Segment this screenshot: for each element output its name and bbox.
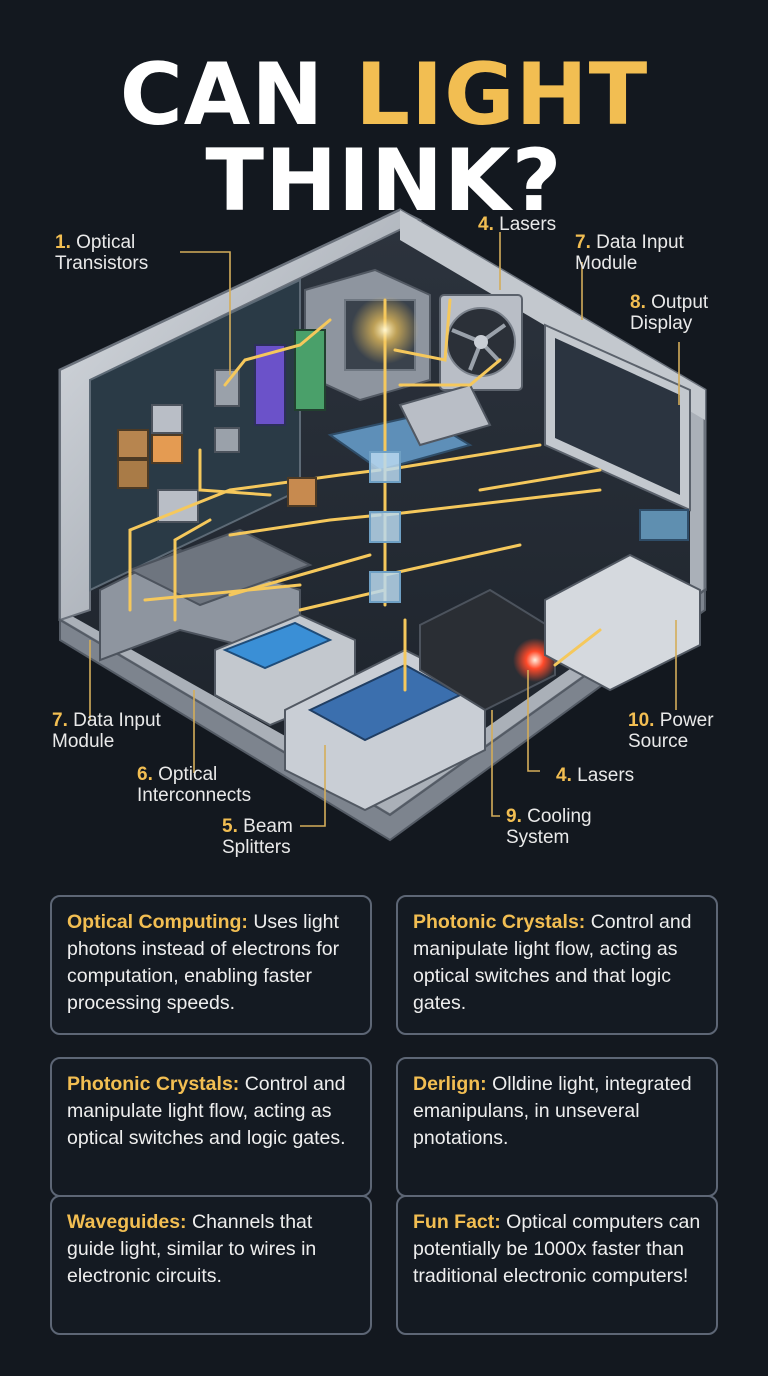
light-source-glow <box>351 296 419 364</box>
beam-splitters <box>287 451 401 603</box>
title-part-2: THINK? <box>205 131 563 231</box>
router-box <box>284 648 486 812</box>
label-lasers-top: 4. Lasers <box>478 214 557 235</box>
info-card-design: Derlign: Olldine light, integrated emani… <box>396 1057 718 1197</box>
leader-lines <box>89 232 680 827</box>
info-card-photonic-crystals-right: Photonic Crystals: Control and manipulat… <box>396 895 718 1035</box>
power-supply <box>544 509 701 692</box>
optical-transistors <box>117 329 326 523</box>
label-lasers-bottom: 4. Lasers <box>556 765 635 786</box>
output-display <box>544 323 691 512</box>
info-card-fun-fact: Fun Fact: Optical computers can potentia… <box>396 1195 718 1335</box>
optical-computer-illustration <box>58 208 707 842</box>
chip-tray <box>327 383 492 472</box>
page-title: CAN LIGHT THINK? <box>0 52 768 224</box>
title-part-1: CAN <box>119 45 356 145</box>
title-accent: LIGHT <box>355 45 649 145</box>
info-card-waveguides: Waveguides: Channels that guide light, s… <box>50 1195 372 1335</box>
info-card-photonic-crystals-left: Photonic Crystals: Control and manipulat… <box>50 1057 372 1197</box>
info-card-optical-computing: Optical Computing: Uses light photons in… <box>50 895 372 1035</box>
